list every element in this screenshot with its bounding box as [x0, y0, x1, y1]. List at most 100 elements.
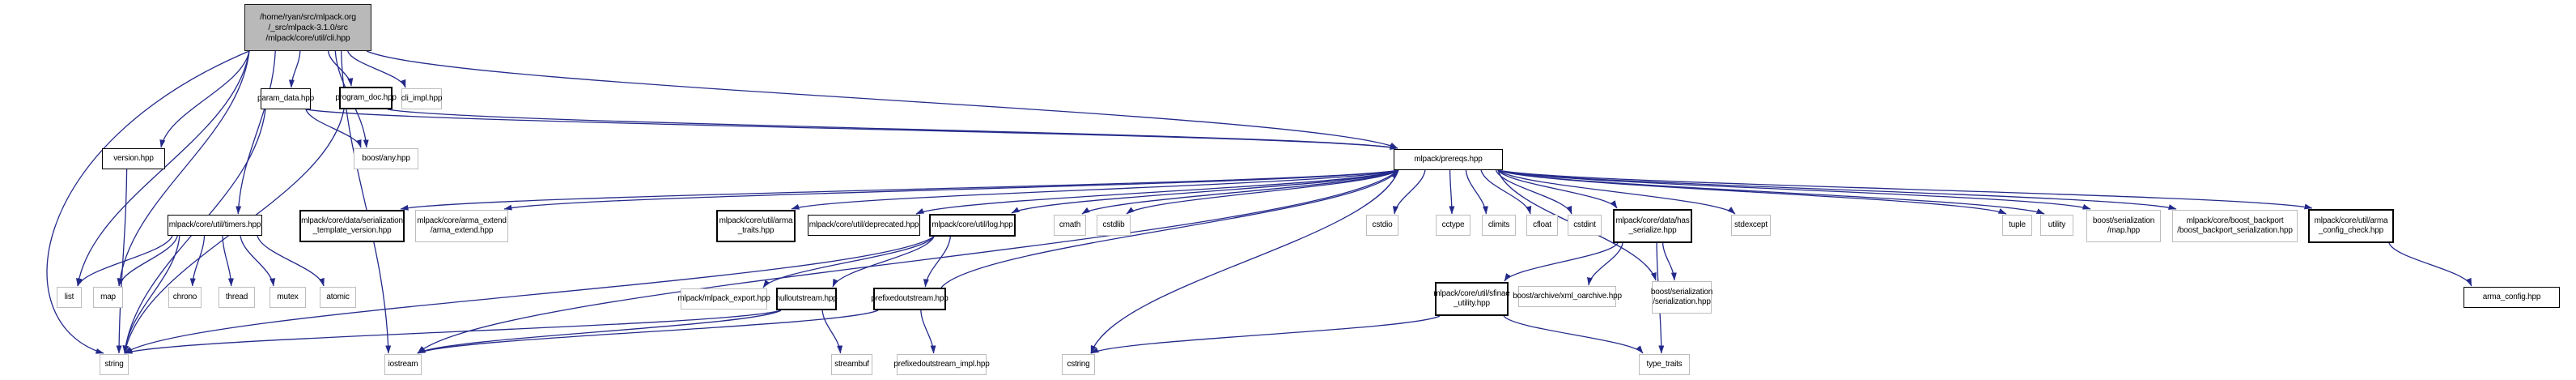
include-edge-root-to-cli_impl — [347, 50, 406, 88]
graph-node-label: mutex — [277, 292, 299, 301]
include-edge-param_data-to-boost_any — [305, 109, 362, 148]
graph-node-arma_config_check[interactable]: mlpack/core/util/arma_config_check.hpp — [2308, 209, 2394, 243]
graph-node-arma_traits[interactable]: mlpack/core/util/arma_traits.hpp — [716, 210, 796, 242]
graph-node-label: cfloat — [1533, 220, 1551, 229]
include-edge-version-to-string — [116, 169, 128, 354]
graph-node-label: boost/archive/xml_oarchive.hpp — [1513, 292, 1622, 301]
graph-node-nulloutstream[interactable]: nulloutstream.hpp — [775, 288, 838, 310]
graph-node-timers[interactable]: mlpack/core/util/timers.hpp — [168, 215, 262, 236]
graph-node-ser_template[interactable]: mlpack/core/data/serialization_template_… — [299, 210, 405, 242]
graph-node-label: arma_config.hpp — [2482, 292, 2541, 301]
include-edge-prereqs-to-utility — [1497, 169, 2045, 215]
graph-node-prefixedoutstream[interactable]: prefixedoutstream.hpp — [871, 288, 948, 310]
graph-node-label: _template_version.hpp — [312, 226, 392, 235]
graph-node-climits: climits — [1482, 215, 1516, 236]
graph-node-label: mlpack/core/data/has — [1615, 216, 1690, 225]
graph-node-label: cstdlib — [1102, 220, 1125, 229]
graph-node-label: _serialize.hpp — [1628, 226, 1677, 235]
graph-node-label: string — [104, 360, 124, 369]
graph-node-thread: thread — [219, 287, 255, 308]
include-edge-prereqs-to-stdexcept — [1497, 169, 1736, 215]
include-edge-has_serialize-to-sfinae — [1504, 242, 1619, 282]
include-edge-has_serialize-to-boost_serialization — [1661, 242, 1677, 281]
graph-node-prereqs[interactable]: mlpack/prereqs.hpp — [1394, 149, 1503, 170]
graph-node-label: /arma_extend.hpp — [430, 226, 494, 235]
graph-node-arma_config[interactable]: arma_config.hpp — [2464, 287, 2560, 308]
include-edge-prereqs-to-cmath — [1081, 169, 1399, 215]
include-edge-prereqs-to-ser_template — [400, 169, 1399, 211]
include-edge-prefixedoutstream-to-prefixed_impl — [920, 310, 936, 354]
graph-node-label: nulloutstream.hpp — [775, 294, 838, 303]
graph-node-label: _config_check.hpp — [2319, 226, 2383, 235]
include-edge-prereqs-to-iostream — [417, 169, 1399, 354]
include-edge-prereqs-to-cstdint — [1495, 169, 1572, 215]
include-edge-prereqs-to-boost_ser_map — [1497, 169, 2091, 210]
graph-node-label: version.hpp — [113, 154, 154, 163]
graph-node-label: mlpack/core/util/timers.hpp — [168, 220, 261, 229]
graph-node-deprecated[interactable]: mlpack/core/util/deprecated.hpp — [808, 215, 920, 236]
include-edge-prereqs-to-arma_traits — [791, 169, 1399, 210]
graph-node-label: thread — [225, 292, 248, 301]
graph-node-label: mlpack/core/arma_extend — [417, 216, 507, 225]
graph-node-mlpack_export: mlpack/mlpack_export.hpp — [677, 288, 770, 310]
include-edge-log-to-nulloutstream — [832, 236, 935, 288]
graph-node-label: boost/any.hpp — [362, 154, 410, 163]
include-edge-prereqs-to-arma_config_check — [1497, 169, 2313, 210]
include-edge-prereqs-to-cstring — [1090, 169, 1399, 354]
include-edge-prereqs-to-cfloat — [1480, 169, 1532, 215]
include-edge-program_doc-to-prereqs — [387, 109, 1398, 150]
graph-node-label: boost/serialization — [1650, 288, 1713, 297]
graph-node-label: prefixedoutstream_impl.hpp — [893, 360, 990, 369]
graph-node-label: map — [100, 292, 116, 301]
include-edge-nulloutstream-to-streambuf — [821, 310, 843, 354]
graph-node-sfinae[interactable]: mlpack/core/util/sfinae_utility.hpp — [1433, 282, 1510, 316]
graph-node-type_traits: type_traits — [1639, 354, 1690, 375]
graph-node-label: /serialization.hpp — [1653, 297, 1711, 306]
graph-node-label: mlpack/core/boost_backport — [2186, 216, 2284, 225]
graph-node-cstdio: cstdio — [1366, 215, 1398, 236]
graph-node-utility: utility — [2040, 215, 2073, 236]
graph-node-label: mlpack/core/util/sfinae — [1433, 289, 1510, 298]
graph-node-label: cli_impl.hpp — [401, 94, 443, 103]
graph-node-label: list — [64, 292, 74, 301]
include-edge-arma_config_check-to-arma_config — [2388, 242, 2472, 287]
graph-node-label: cmath — [1059, 220, 1081, 229]
graph-node-has_serialize[interactable]: mlpack/core/data/has_serialize.hpp — [1613, 209, 1692, 243]
graph-node-label: cstdio — [1372, 220, 1393, 229]
include-edge-prereqs-to-deprecated — [915, 169, 1399, 215]
graph-node-arma_extend: mlpack/core/arma_extend/arma_extend.hpp — [415, 210, 508, 242]
graph-node-program_doc[interactable]: program_doc.hpp — [335, 87, 397, 109]
include-edge-nulloutstream-to-string — [124, 310, 782, 354]
graph-node-label: cstring — [1067, 360, 1090, 369]
include-edge-prefixedoutstream-to-iostream — [417, 310, 879, 354]
include-edge-prereqs-to-arma_extend — [503, 169, 1399, 211]
include-edge-timers-to-thread — [222, 235, 234, 287]
graph-node-map: map — [93, 287, 123, 308]
include-edge-prereqs-to-cstdlib — [1126, 169, 1399, 215]
graph-node-prefixed_impl: prefixedoutstream_impl.hpp — [893, 354, 990, 375]
graph-node-label: tuple — [2009, 220, 2026, 229]
graph-node-label: mlpack/core/util/arma — [719, 216, 793, 225]
graph-node-label: _traits.hpp — [737, 226, 774, 235]
graph-node-label: chrono — [172, 292, 197, 301]
graph-node-label: mlpack/core/util/deprecated.hpp — [808, 220, 919, 229]
graph-node-boost_any: boost/any.hpp — [354, 148, 418, 169]
graph-node-label: boost/serialization — [2092, 216, 2155, 225]
graph-node-boost_backport: mlpack/core/boost_backport/boost_backpor… — [2172, 210, 2298, 242]
graph-node-log[interactable]: mlpack/core/util/log.hpp — [929, 214, 1016, 237]
graph-node-version[interactable]: version.hpp — [102, 148, 165, 169]
graph-node-xml_oarchive: boost/archive/xml_oarchive.hpp — [1513, 286, 1622, 307]
graph-node-label: utility — [2048, 220, 2066, 229]
graph-node-param_data[interactable]: param_data.hpp — [257, 88, 314, 109]
include-edge-timers-to-list — [77, 235, 173, 287]
graph-node-label: streambuf — [834, 360, 869, 369]
include-edge-prereqs-to-log — [1011, 169, 1399, 214]
graph-node-label: mlpack/core/util/arma — [2314, 216, 2388, 225]
graph-node-label: /boost_backport_serialization.hpp — [2177, 226, 2293, 235]
include-edge-prereqs-to-boost_backport — [1497, 169, 2177, 210]
include-edge-timers-to-atomic — [257, 235, 325, 287]
graph-node-boost_ser_map: boost/serialization/map.hpp — [2086, 210, 2161, 242]
include-edge-log-to-mlpack_export — [762, 236, 935, 288]
